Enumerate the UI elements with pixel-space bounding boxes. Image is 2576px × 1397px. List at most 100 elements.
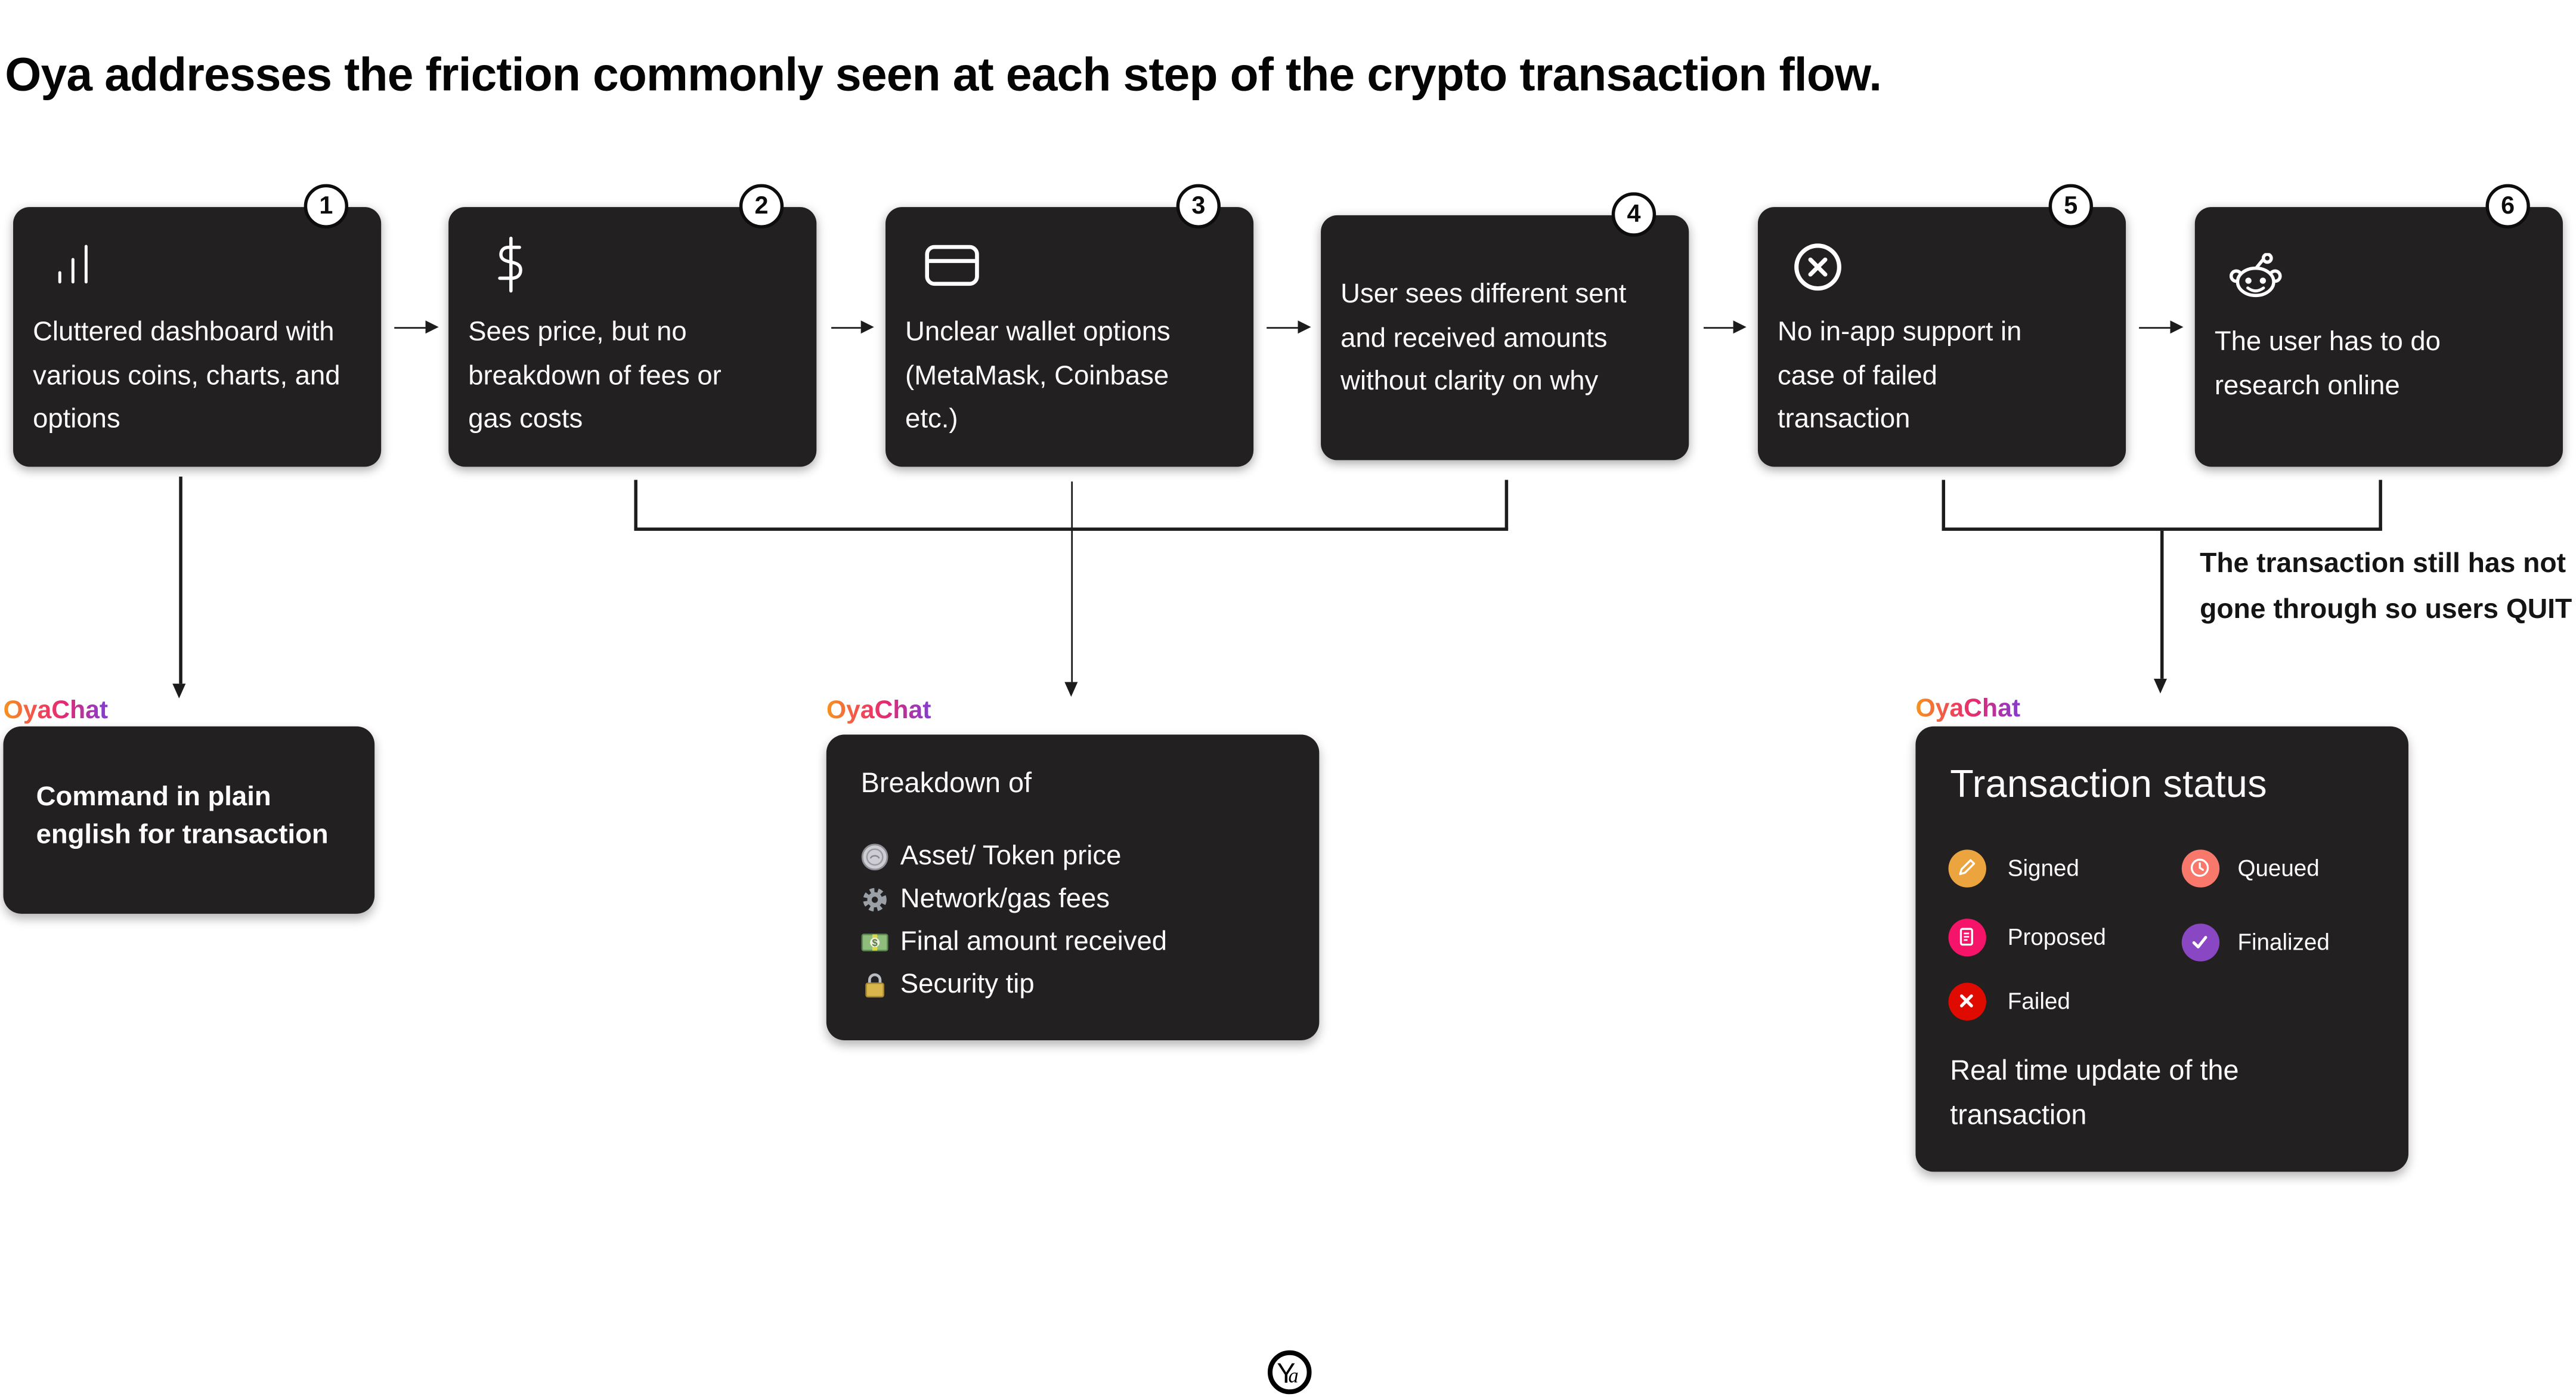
flow-arrow-right-head [425,320,438,333]
coin-icon [861,843,888,870]
step-card-2: 2 Sees price, but no breakdown of fees o… [448,184,817,467]
breakdown-item: Security tip [861,968,1035,1001]
status-title: Transaction status [1950,762,2267,805]
step-number: 4 [1627,200,1641,228]
oyachat-brand: OyaChat [826,697,931,727]
oyachat-brand: OyaChat [4,697,109,727]
breakdown-item-label: Final amount received [900,926,1168,956]
flow-arrow-right-line [2139,326,2170,329]
lock-icon [865,972,884,997]
flow-arrow-right-head [2169,320,2183,333]
breakdown-item: $ Final amount received [861,925,1167,958]
breakdown-title: Breakdown of [860,767,1032,799]
banknote-icon: $ [861,932,888,951]
breakdown-item-label: Asset/ Token price [900,840,1122,870]
status-label: Finalized [2237,928,2330,955]
step-number-badge: 5 [2048,184,2093,228]
status-dot-failed [1948,982,1986,1020]
status-footer: Real time update of the transaction [1950,1049,2238,1138]
step-text-line: User sees different sent [1340,279,1627,309]
step-text-line: Unclear wallet options [905,317,1171,347]
bracket-stub-line [1942,480,1945,530]
status-dot-finalized [2181,922,2219,961]
step-card-4: 4 User sees different sent and received … [1321,192,1689,460]
step-text-line: (MetaMask, Coinbase [905,360,1169,391]
oyachat-brand: OyaChat [1915,695,2020,725]
step-number: 6 [2501,192,2515,221]
quit-note-line: gone through so users QUIT [2200,592,2572,624]
status-dot-signed [1948,849,1986,887]
pencil-icon [1959,859,1976,876]
step-text-line: research online [2214,370,2400,400]
breakdown-item-label: Security tip [900,969,1035,999]
step-text-line: case of failed [1778,360,1937,391]
check-icon [2192,936,2207,948]
x-icon [1959,994,1973,1007]
step-text-line: The user has to do [2214,327,2441,357]
flow-arrow-right-line [1702,326,1733,329]
bar-chart-icon [58,245,88,284]
down-arrow-line [1070,481,1073,682]
solution-status-card: Transaction status Signed Queued Propose… [1915,726,2408,1172]
reddit-icon [2229,253,2282,298]
document-icon [1959,928,1973,946]
step-text-line: No in-app support in [1778,317,2022,347]
step-text-line: Cluttered dashboard with [33,317,335,347]
step-text-line: various coins, charts, and [33,360,340,391]
solution-command-line: Command in plain [36,782,271,812]
step-number: 2 [754,192,769,221]
breakdown-item-label: Network/gas fees [900,883,1110,913]
quit-note-line: The transaction still has not [2200,547,2566,579]
step-text-line: gas costs [468,404,583,434]
dollar-icon [498,236,522,293]
step-text-line: Sees price, but no [468,317,687,347]
step-number: 3 [1191,192,1206,221]
down-arrow-line [2160,530,2164,679]
bracket-stub-line [2379,480,2382,530]
oya-logo: Y a [1267,1350,1312,1395]
quit-note: The transaction still has not gone throu… [2200,540,2572,631]
flow-arrow-right-head [860,320,874,333]
step-text-line: options [33,404,120,434]
solution-command-card: Command in plain english for transaction [3,726,375,914]
step-number-badge: 1 [304,184,349,228]
flow-arrow-right-head [1297,320,1311,333]
down-arrow-line [179,476,182,684]
solution-command-line: english for transaction [36,819,329,849]
down-arrow-head [2154,678,2168,694]
oya-logo-a: a [1289,1365,1299,1387]
down-arrow-head [172,684,186,698]
status-label: Failed [2007,987,2070,1014]
step-number-badge: 2 [739,184,784,228]
bracket-horizontal-line [1942,527,2382,531]
status-label: Proposed [2007,923,2106,950]
status-footer-line: Real time update of the [1950,1055,2239,1087]
bracket-stub-line [634,480,638,530]
step-card-5: 5 No in-app support in case of failed tr… [1757,184,2126,467]
svg-text:$: $ [872,936,877,947]
flow-arrow-right-line [1267,326,1298,329]
status-dot-proposed [1948,917,1986,956]
flow-arrow-right-head [1733,320,1747,333]
status-label: Queued [2237,854,2320,881]
bracket-stub-line [1505,480,1508,530]
step-number-badge: 4 [1611,192,1657,237]
oya-logo-y: Y [1277,1358,1295,1389]
status-label: Signed [2007,854,2079,881]
status-dot-queued [2181,849,2219,887]
step-number-badge: 6 [2485,184,2530,228]
clock-icon [2190,858,2209,877]
solution-breakdown-card: Breakdown of Asset/ Token price Network/… [826,734,1320,1040]
step-number: 5 [2064,192,2078,221]
step-number: 1 [319,192,333,221]
status-footer-line: transaction [1950,1099,2087,1131]
flow-arrow-right-line [830,326,861,329]
step-text-line: breakdown of fees or [468,360,722,391]
wallet-card-icon [925,245,979,286]
step-text-line: transaction [1778,404,1911,434]
step-text-line: without clarity on why [1340,366,1599,396]
breakdown-item: Network/gas fees [861,882,1110,915]
failed-circle-icon [1794,243,1841,291]
down-arrow-head [1064,682,1078,697]
